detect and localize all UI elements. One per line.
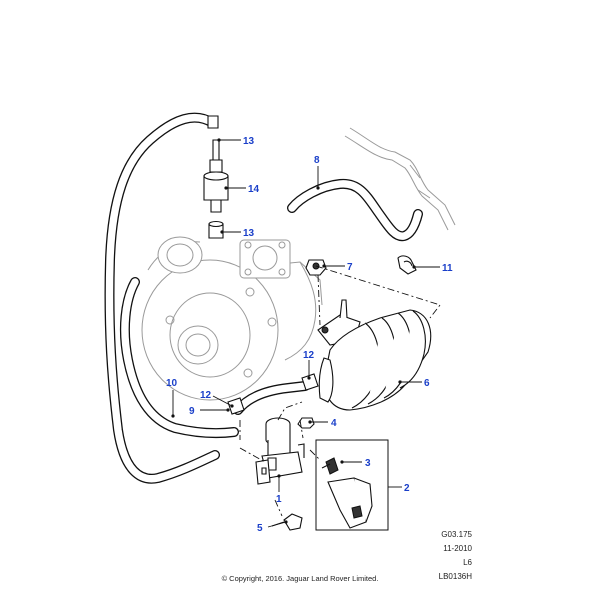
- callout-8[interactable]: 8: [314, 155, 320, 166]
- callout-5[interactable]: 5: [257, 523, 263, 534]
- hose-8: [287, 178, 423, 242]
- hose-12: [233, 381, 310, 415]
- reference-date: 11-2010: [443, 544, 472, 553]
- callout-3[interactable]: 3: [365, 458, 371, 469]
- callout-10[interactable]: 10: [166, 378, 178, 389]
- bracket-kit-2: [315, 439, 389, 531]
- callout-11[interactable]: 11: [442, 263, 453, 274]
- callout-13-upper[interactable]: 13: [243, 136, 255, 147]
- callout-6[interactable]: 6: [424, 378, 430, 389]
- callout-12-upper[interactable]: 12: [303, 350, 315, 361]
- copyright-notice: © Copyright, 2016. Jaguar Land Rover Lim…: [221, 574, 379, 583]
- callout-13-lower[interactable]: 13: [243, 228, 255, 239]
- clip-11: [397, 255, 417, 275]
- resonator-6: [317, 299, 432, 411]
- leader-lines: [171, 138, 440, 528]
- background-pipe: [344, 127, 456, 231]
- reference-engine: L6: [463, 558, 472, 567]
- hose-10: [104, 112, 239, 484]
- callout-2[interactable]: 2: [404, 483, 410, 494]
- callouts: 13 14 13 8 7 11 6 12 12 9 10 4 3 2 1 5: [166, 136, 453, 534]
- callout-12-lower[interactable]: 12: [200, 390, 212, 401]
- callout-1[interactable]: 1: [276, 494, 282, 505]
- clip-12-lower: [227, 397, 245, 415]
- callout-4[interactable]: 4: [331, 418, 337, 429]
- inline-filter-14: [203, 139, 229, 239]
- alignment-lines: [239, 265, 441, 517]
- nut-7: [305, 259, 327, 276]
- turbocharger-outline: [141, 236, 323, 401]
- illustration-id: LB0136H: [438, 572, 472, 581]
- solenoid-valve-1: [255, 417, 305, 485]
- reference-block: G03.175 11-2010 L6 LB0136H: [439, 528, 472, 584]
- callout-9[interactable]: 9: [189, 406, 195, 417]
- callout-14[interactable]: 14: [248, 184, 260, 195]
- callout-7[interactable]: 7: [347, 262, 353, 273]
- clip-12-upper: [301, 373, 319, 391]
- reference-code: G03.175: [441, 530, 472, 539]
